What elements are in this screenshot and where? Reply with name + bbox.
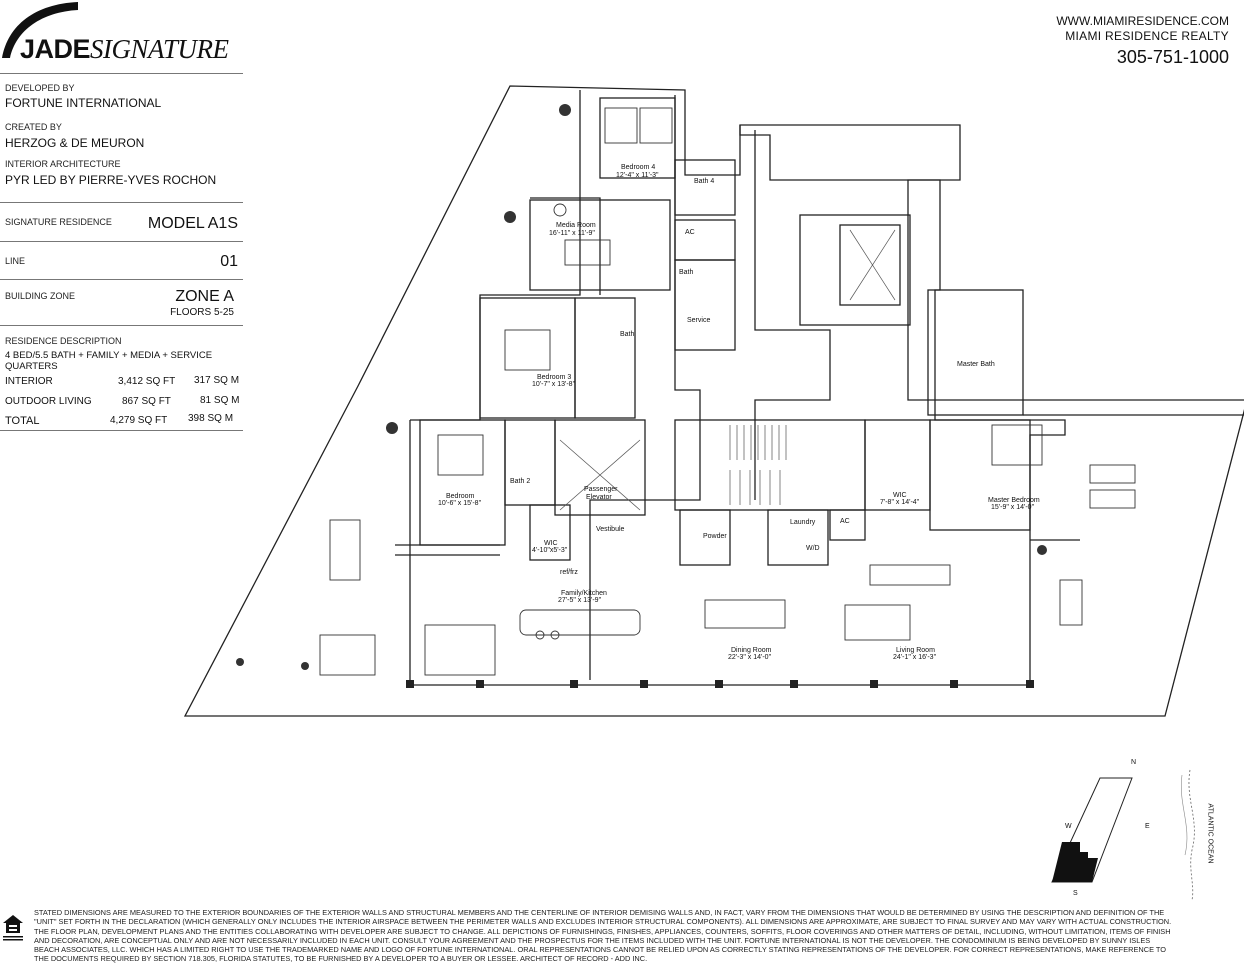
website-link[interactable]: WWW.MIAMIRESIDENCE.COM: [1056, 14, 1229, 28]
balcony-outline: [183, 85, 1244, 717]
area-name: TOTAL: [5, 415, 40, 427]
bedroom4-room: [599, 97, 676, 179]
area-sqft: 3,412 SQ FT: [118, 376, 176, 387]
bedroom-room: [419, 419, 506, 546]
compass-north: N: [1131, 759, 1137, 766]
model-name: MODEL A1S: [147, 215, 238, 232]
company-name: MIAMI RESIDENCE REALTY: [1065, 29, 1229, 43]
logo-swoosh: [2, 2, 78, 58]
bath4-room: [674, 159, 736, 216]
developer-name: FORTUNE INTERNATIONAL: [5, 96, 162, 110]
phone-number[interactable]: 305-751-1000: [1116, 47, 1229, 67]
wic2-room: [864, 419, 931, 511]
area-name: INTERIOR: [5, 376, 53, 387]
powder-room: [679, 509, 731, 566]
floors-value: FLOORS 5-25: [170, 307, 234, 318]
interior-label: INTERIOR ARCHITECTURE: [5, 159, 121, 169]
created-by-label: CREATED BY: [5, 122, 62, 132]
area-sqm: 398 SQ M: [188, 413, 234, 424]
bath2-room: [504, 419, 556, 506]
area-sqm: 317 SQ M: [194, 375, 240, 386]
line-value: 01: [220, 253, 238, 270]
legal-disclaimer: STATED DIMENSIONS ARE MEASURED TO THE EX…: [34, 908, 1172, 964]
bedroom3-room: [479, 297, 576, 419]
interior-name: PYR LED BY PIERRE-YVES ROCHON: [5, 173, 217, 187]
site-key-map: [1051, 769, 1195, 901]
master-bath-room: [927, 289, 1024, 416]
laundry-room: [767, 509, 829, 566]
residence-label: SIGNATURE RESIDENCE: [5, 217, 112, 227]
logo: JADESIGNATURE: [20, 34, 229, 64]
media-room: [529, 199, 671, 291]
line-label: LINE: [5, 256, 26, 266]
floor-plan: [183, 85, 1244, 717]
wic-room: [529, 504, 571, 561]
master-bedroom-room: [929, 419, 1031, 531]
compass-south: S: [1073, 890, 1078, 897]
desc-label: RESIDENCE DESCRIPTION: [5, 336, 122, 346]
bath3-room: [574, 297, 636, 419]
area-sqft: 4,279 SQ FT: [110, 415, 168, 426]
equal-housing-icon: [3, 915, 23, 941]
architect-name: HERZOG & DE MEURON: [5, 136, 145, 150]
elevator-room: [554, 419, 646, 516]
area-name: OUTDOOR LIVING: [5, 396, 92, 407]
developed-by-label: DEVELOPED BY: [5, 83, 75, 93]
zone-label: BUILDING ZONE: [5, 291, 76, 301]
compass-west: W: [1065, 823, 1072, 830]
ocean-label: ATLANTIC OCEAN: [1206, 803, 1214, 864]
compass-east: E: [1145, 823, 1150, 830]
service-room: [674, 259, 736, 351]
area-sqft: 867 SQ FT: [122, 396, 171, 407]
area-sqm: 81 SQ M: [200, 395, 240, 406]
zone-value: ZONE A: [175, 288, 234, 305]
desc-value: 4 BED/5.5 BATH + FAMILY + MEDIA + SERVIC…: [5, 350, 213, 372]
